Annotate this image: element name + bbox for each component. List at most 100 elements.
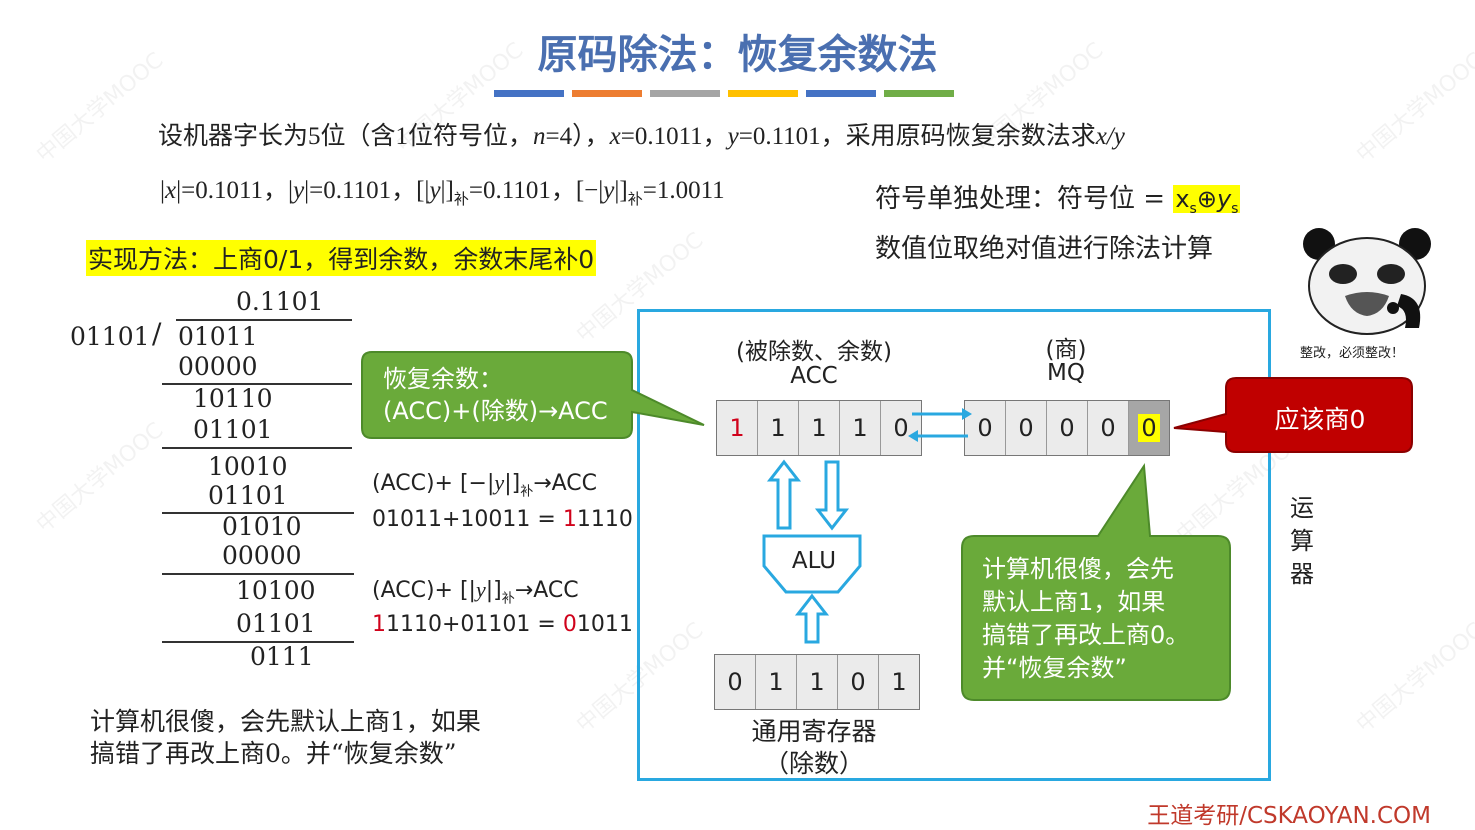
division-row: 01101 [208,481,288,510]
step-text: 1110 [576,507,633,532]
acc-bit: 1 [840,401,881,455]
abs-var: y [603,177,615,204]
color-bar [494,90,564,97]
gpr-label-desc: （除数） [763,749,864,778]
step1-label: (ACC)+ [−|y|]补→ACC [372,470,597,499]
var-y: y [727,123,739,150]
abs-text: |] [440,177,454,204]
watermark: 中国大学MOOC [31,417,169,538]
abs-var: y [293,177,305,204]
callout-line: 恢复余数： [383,365,503,393]
abs-sub: 补 [627,192,643,208]
color-bar [650,90,720,97]
dumb-callout-shape [961,463,1231,701]
panda-meme-icon [1297,224,1437,338]
step-var: y [475,577,486,602]
abs-text: |=0.1011，| [176,177,294,204]
should-zero-callout: 应该商0 [1274,405,1366,434]
sign-note-text: 符号单独处理：符号位 = [875,184,1174,214]
problem-statement: 设机器字长为5位（含1位符号位，n=4），x=0.1011，y=0.1101，采… [158,116,1125,152]
abs-text: |=0.1101，[| [304,177,430,204]
division-row: 10010 [208,452,288,481]
division-line [162,641,354,643]
var-x: x [609,123,621,150]
meme-caption: 整改，必须整改！ [1300,346,1405,361]
step-text: →ACC [514,578,579,603]
abs-var: x [165,177,177,204]
step-text: |] [485,578,502,603]
acc-bit: 0 [881,401,921,455]
step1-expression: 01011+10011 = 11110 [372,507,633,532]
absolute-values-line: |x|=0.1011，|y|=0.1101，[|y|]补=0.1101，[−|y… [160,170,725,209]
division-row: 10110 [193,384,273,413]
gpr-bit: 1 [879,655,919,709]
color-bar [728,90,798,97]
division-line [162,447,352,449]
abs-text: |] [614,177,628,204]
step-var: y [494,470,505,495]
step-text: (ACC)+ [−| [372,471,495,496]
division-row: 00000 [222,541,302,570]
division-bar [176,319,352,321]
division-row: 01101 [193,415,273,444]
alu-block [762,459,862,644]
problem-text: =0.1101，采用原码恢复余数法求 [738,123,1096,150]
arithmetic-unit-label: 运算器 [1290,494,1314,588]
mq-bit: 0 [1047,401,1088,455]
division-line [162,573,354,575]
quotient: 0.1101 [236,287,324,316]
color-bar [806,90,876,97]
step-sub: 补 [520,484,534,500]
sign-sub: s [1189,200,1197,217]
problem-text: =4）， [545,123,610,150]
bottom-note: 计算机很傻，会先默认上商1，如果 搞错了再改上商0。并“恢复余数” [90,706,481,770]
division-row: 01010 [222,512,302,541]
gpr-label: 通用寄存器 [751,717,877,746]
acc-label: ACC [790,363,838,389]
color-bar [884,90,954,97]
sign-bit-red: 1 [372,612,386,637]
mq-bit: 0 [1006,401,1047,455]
mq-bit: 0 [965,401,1006,455]
abs-sub: 补 [453,192,469,208]
abs-text: =0.1101，[−| [468,177,604,204]
sign-bit-red: 0 [562,612,577,637]
division-row: 0111 [250,642,314,671]
sign-x: x [1175,185,1190,213]
step-text: 01011+10011 = [372,507,563,532]
gpr-bit: 0 [838,655,879,709]
xor-symbol: ⊕ [1196,185,1217,213]
acc-bit: 1 [799,401,840,455]
watermark: 中国大学MOOC [1351,617,1475,738]
slide-title: 原码除法：恢复余数法 [537,31,938,78]
step2-label: (ACC)+ [|y|]补→ACC [372,577,579,606]
divisor: 01101 [70,322,150,351]
callout-line: 搞错了再改上商0。 [982,621,1190,649]
restore-callout-shape [361,351,705,439]
mq-label: MQ [1047,360,1085,386]
should-zero-callout-shape [1173,377,1413,453]
step-text: |] [504,471,521,496]
mq-bit-current: 0 [1129,401,1169,455]
division-row: 10100 [236,576,316,605]
acc-label-desc: (被除数、余数) [736,339,892,365]
sign-bit-red: 1 [562,507,577,532]
callout-line: 并“恢复余数” [982,654,1127,682]
note-line: 计算机很傻，会先默认上商1，如果 [90,707,481,736]
abs-var: y [429,177,441,204]
abs-text: | [160,177,166,204]
note-line: 搞错了再改上商0。并“恢复余数” [90,739,457,768]
division-line [162,512,354,514]
value-note: 数值位取绝对值进行除法计算 [875,234,1214,264]
problem-text: =0.1011， [620,123,728,150]
step-text: 1110+01101 = [386,612,563,637]
mq-label-desc: (商) [1045,337,1087,363]
sign-sub: s [1231,200,1239,217]
var-n: n [533,123,546,150]
gpr-register: 0 1 1 0 1 [714,654,920,710]
dumb-callout: 计算机很傻，会先 默认上商1，如果 搞错了再改上商0。 并“恢复余数” [982,553,1189,685]
division-row: 01011 [178,322,258,351]
sign-y: y [1216,185,1232,213]
step-text: (ACC)+ [| [372,578,476,603]
footer-brand: 王道考研/CSKAOYAN.COM [1147,803,1431,829]
